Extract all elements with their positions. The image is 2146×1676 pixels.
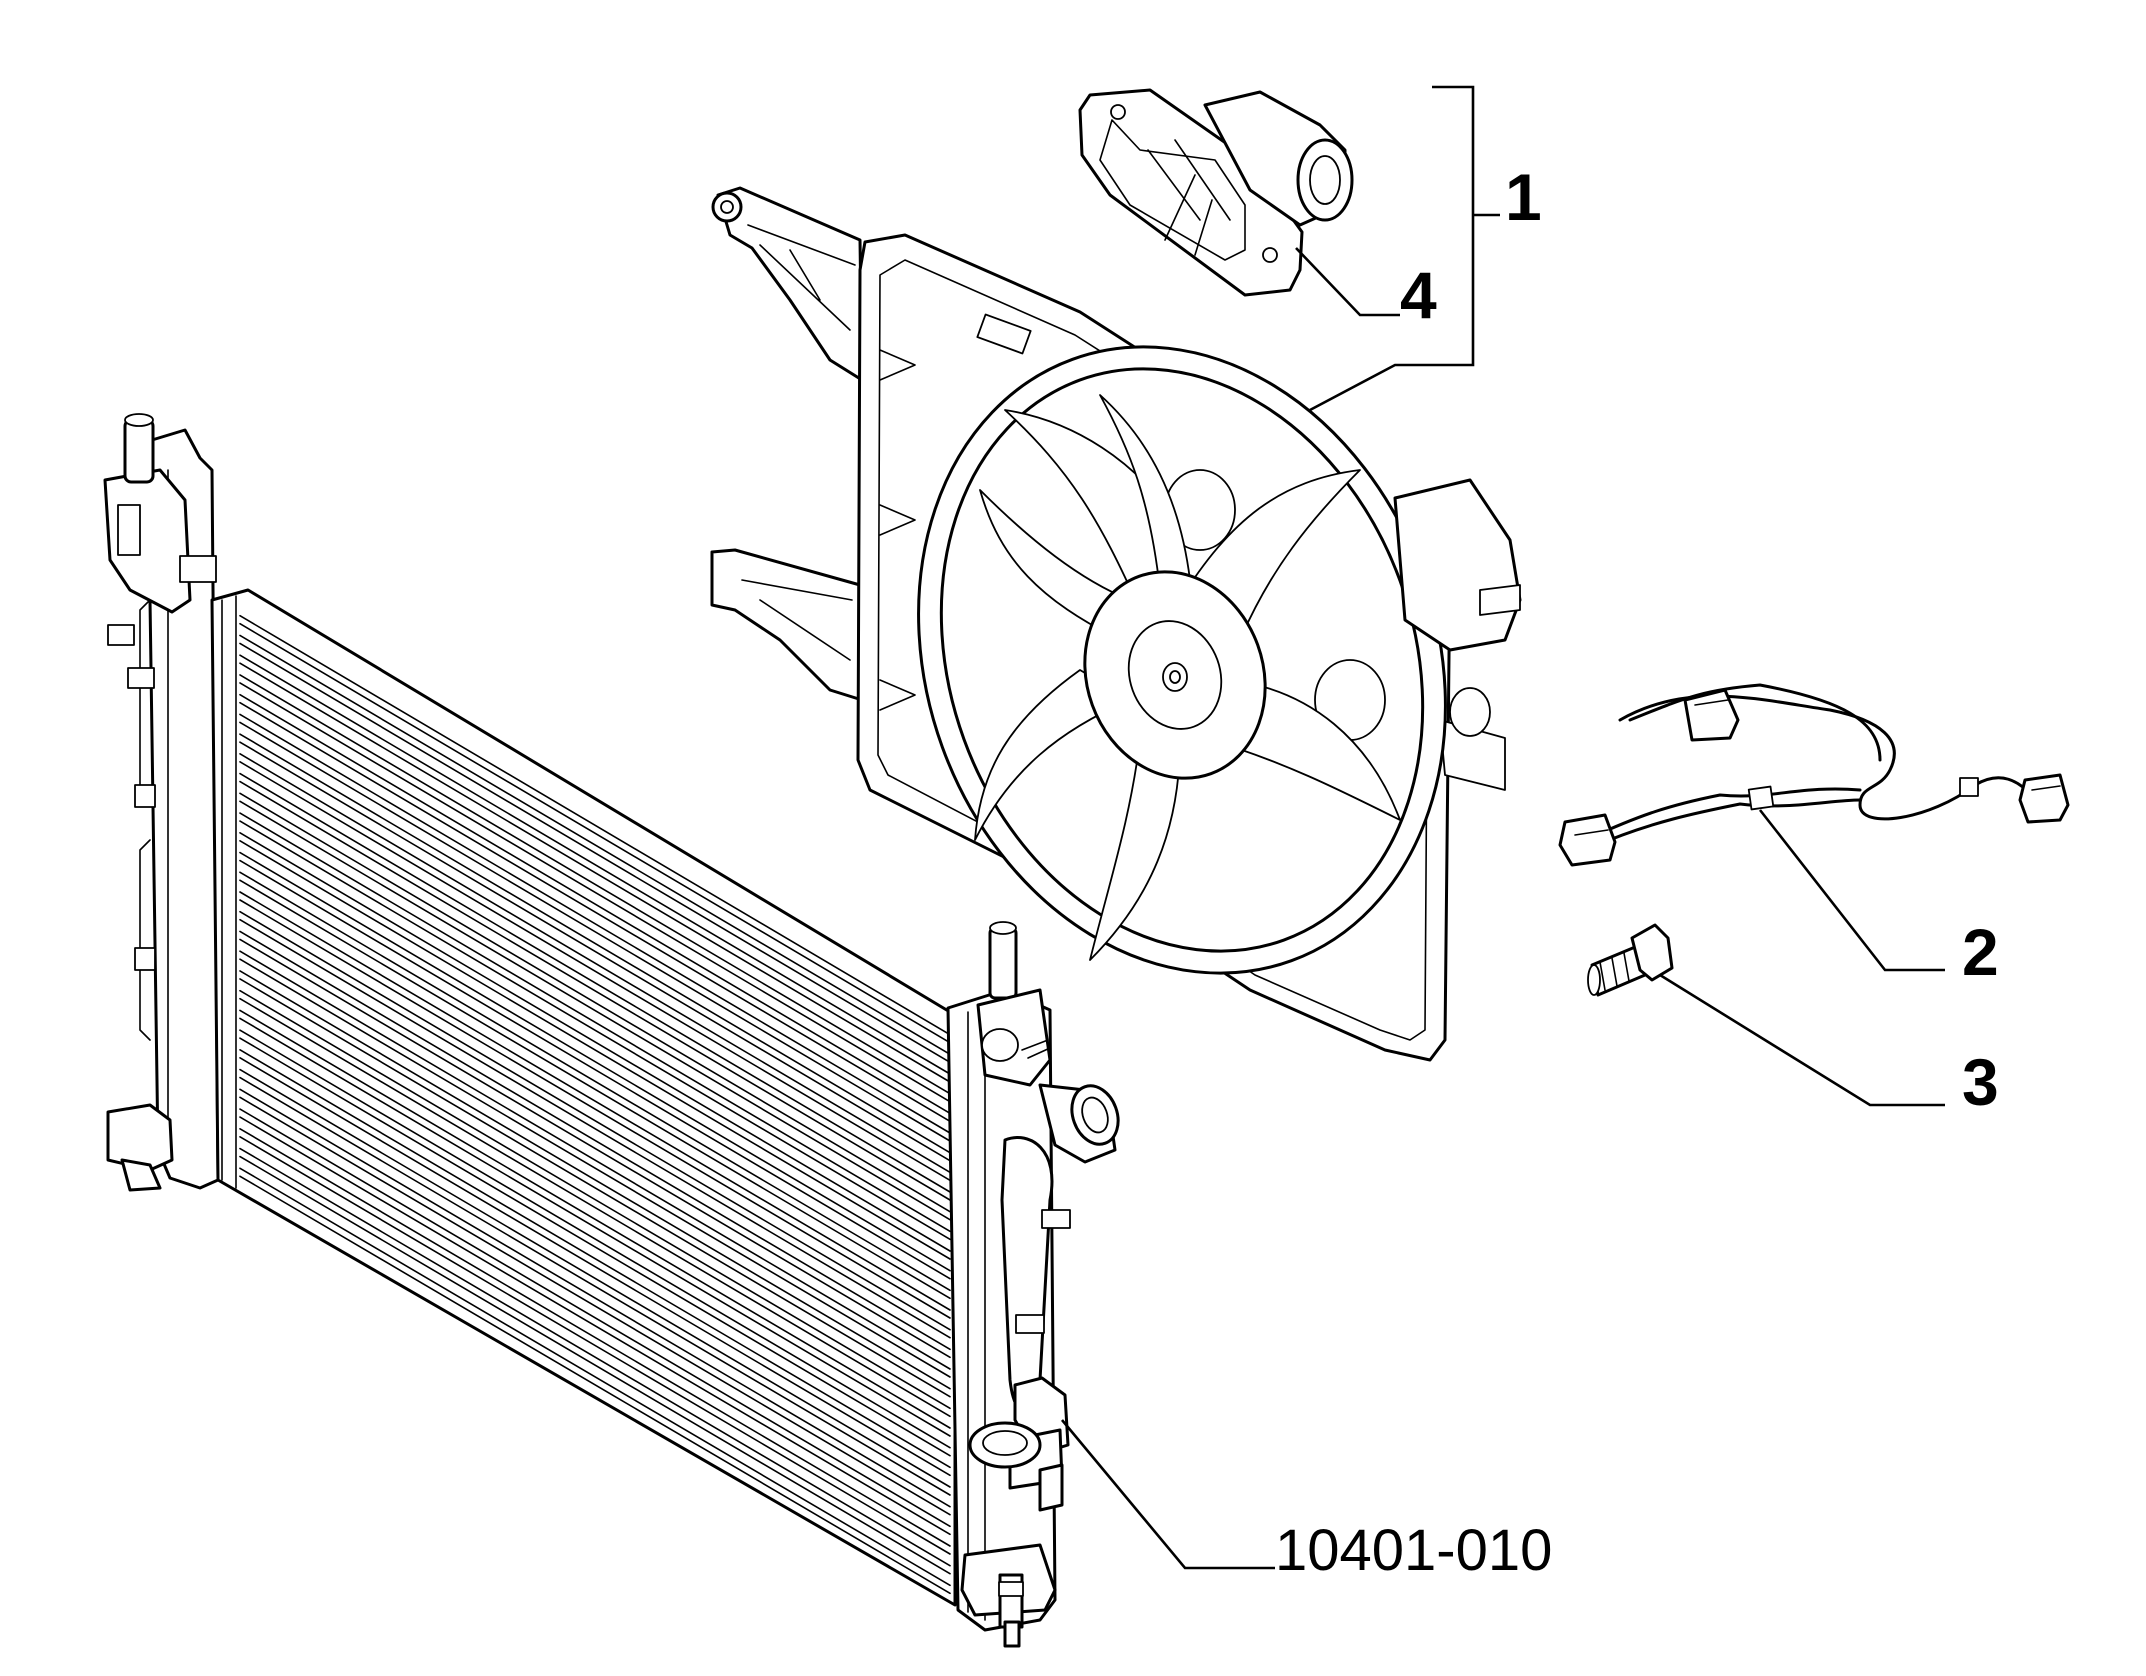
radiator-fin xyxy=(239,839,951,1260)
radiator-fin xyxy=(239,780,951,1201)
radiator-fin xyxy=(239,741,951,1162)
bolt xyxy=(1587,923,1674,997)
reference-code: 10401-010 xyxy=(1275,1518,1552,1583)
radiator-fin xyxy=(239,1068,951,1488)
callout-4: 4 xyxy=(1400,258,1437,332)
radiator-fin xyxy=(239,622,951,1044)
radiator-fin xyxy=(239,1049,951,1469)
radiator-left-tank xyxy=(103,413,220,1192)
radiator-fin xyxy=(239,701,951,1123)
radiator-fin xyxy=(239,674,951,1095)
radiator-fin xyxy=(239,634,951,1056)
radiator-fin xyxy=(239,930,951,1351)
leader-lines xyxy=(1061,85,1945,1570)
radiator-fin xyxy=(239,1009,951,1429)
radiator-fin xyxy=(239,989,951,1410)
radiator-fin xyxy=(239,859,951,1280)
radiator-fin xyxy=(239,970,951,1390)
radiator-fin xyxy=(239,753,951,1174)
wiring-harness xyxy=(1558,683,2070,867)
radiator-fin xyxy=(239,1136,951,1555)
radiator-fin xyxy=(239,1088,951,1508)
radiator-fin xyxy=(239,1116,951,1536)
fan-shroud-assembly xyxy=(710,186,1522,1062)
radiator-fin xyxy=(239,1037,951,1457)
radiator-right-tank xyxy=(946,921,1120,1648)
radiator-fin xyxy=(239,910,951,1331)
callout-2: 2 xyxy=(1962,915,1999,989)
radiator-fin xyxy=(239,800,951,1221)
radiator-fin xyxy=(239,761,951,1182)
radiator-fin xyxy=(239,1057,951,1477)
radiator-fin xyxy=(239,899,951,1319)
callout-labels: 1 4 2 3 10401-010 xyxy=(1275,160,1999,1583)
radiator-fin xyxy=(239,831,951,1252)
fan-blades xyxy=(974,394,1401,961)
fan-resistor-module xyxy=(1078,88,1354,297)
radiator-fin xyxy=(239,918,951,1339)
radiator-core xyxy=(210,588,957,1607)
radiator-fin xyxy=(239,871,951,1292)
radiator-fin xyxy=(239,1155,951,1575)
radiator-fin xyxy=(239,772,951,1193)
radiator-fin xyxy=(239,614,951,1036)
radiator-fin xyxy=(239,978,951,1398)
callout-3: 3 xyxy=(1962,1045,1999,1119)
radiator-fin xyxy=(239,1175,951,1595)
radiator-fin xyxy=(239,997,951,1418)
radiator-fin xyxy=(239,662,951,1083)
radiator-fin xyxy=(239,1108,951,1528)
radiator-fin xyxy=(239,1029,951,1449)
radiator-fin xyxy=(239,1147,951,1567)
radiator-fin xyxy=(239,958,951,1378)
radiator-fin xyxy=(239,851,951,1272)
radiator-fin xyxy=(239,950,951,1370)
radiator-fin xyxy=(239,1167,951,1587)
radiator-fin xyxy=(239,721,951,1142)
radiator-fin xyxy=(239,812,951,1233)
radiator-fin xyxy=(239,820,951,1241)
radiator-fin xyxy=(239,792,951,1213)
callout-1: 1 xyxy=(1505,160,1542,234)
radiator-fin xyxy=(239,682,951,1103)
radiator-fin xyxy=(239,1128,951,1547)
radiator-fin xyxy=(239,693,951,1115)
radiator-fin xyxy=(239,713,951,1134)
radiator-fin xyxy=(239,1017,951,1437)
radiator-fin xyxy=(239,891,951,1311)
radiator-fin xyxy=(239,654,951,1075)
radiator-fin xyxy=(239,1096,951,1516)
radiator-fin xyxy=(239,642,951,1064)
radiator-fin xyxy=(239,938,951,1359)
radiator-fin xyxy=(239,879,951,1300)
radiator-fin xyxy=(239,1076,951,1496)
radiator xyxy=(103,413,1120,1648)
radiator-fin xyxy=(239,733,951,1154)
